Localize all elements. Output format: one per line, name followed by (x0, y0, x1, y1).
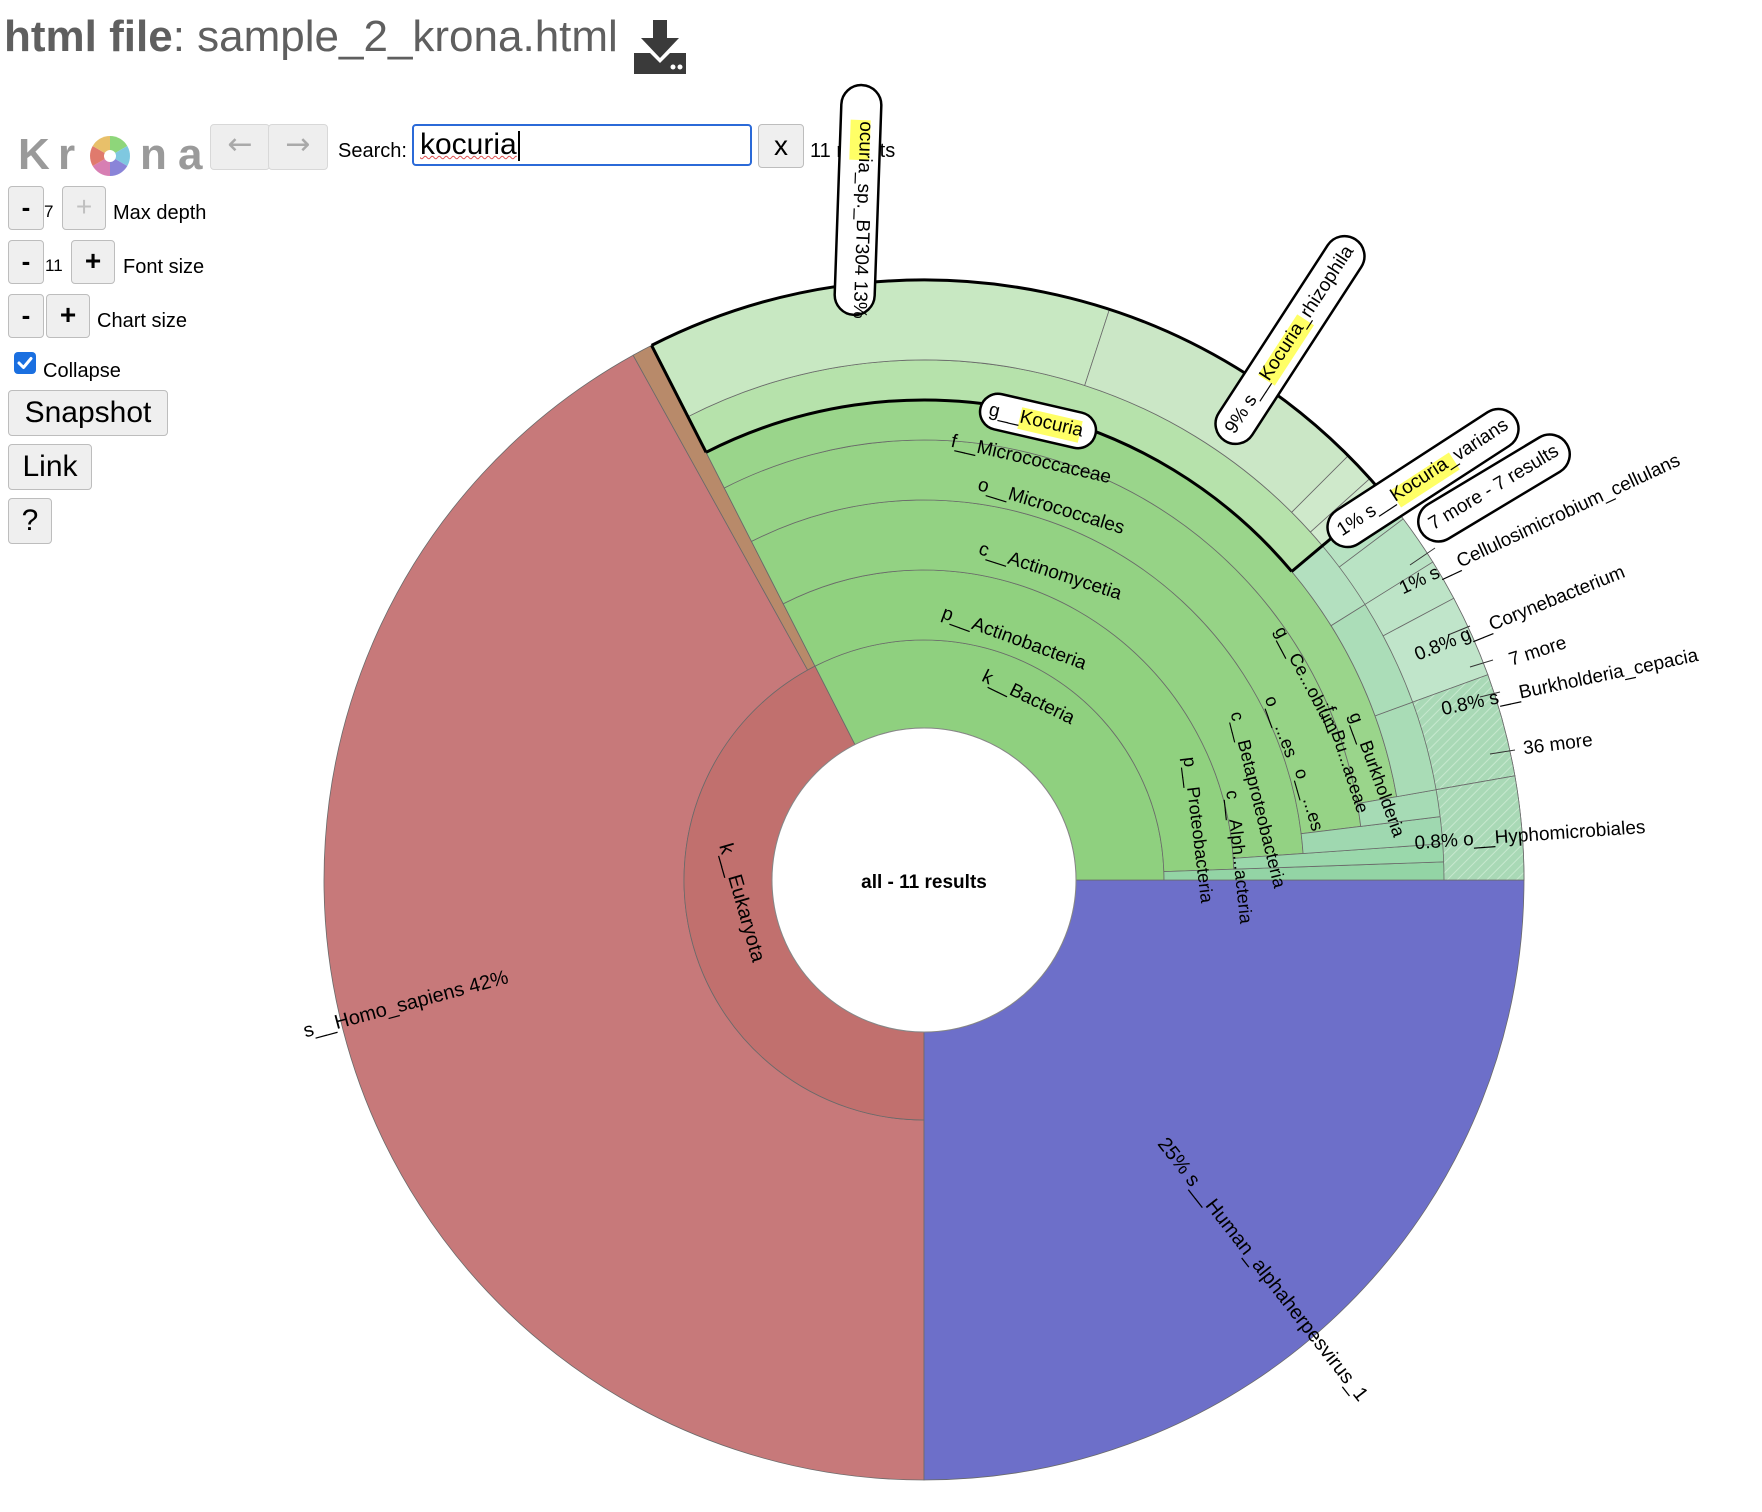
more-results-pill[interactable] (1411, 427, 1577, 549)
font-size-decrease-button[interactable]: - (8, 240, 44, 284)
back-button[interactable]: ← (210, 124, 270, 170)
kocuria-outline-outer (650, 278, 1385, 496)
segment-label: 7 more (1506, 632, 1569, 670)
search-label: Search: (338, 140, 407, 162)
leader-line (1489, 749, 1516, 755)
segment-label: 36 more (1522, 730, 1594, 759)
leader-line (1409, 547, 1436, 566)
search-highlight-box (1017, 407, 1083, 443)
leader-line (1479, 691, 1501, 698)
download-icon[interactable] (632, 20, 688, 74)
max-depth-label: Max depth (113, 202, 207, 224)
collapse-checkbox[interactable] (14, 352, 36, 374)
collapse-label: Collapse (43, 360, 121, 382)
logo-letter: K (18, 130, 50, 179)
font-size-value: 11 (45, 256, 63, 275)
leader-line (1447, 625, 1471, 636)
forward-button[interactable]: → (268, 124, 328, 170)
logo-letter: n (140, 130, 167, 179)
krona-pie-logo-icon (90, 136, 130, 176)
search-highlight-box (1258, 314, 1314, 386)
leader-line (1469, 659, 1494, 668)
logo-letter: r (58, 130, 76, 179)
clear-search-button[interactable]: x (758, 124, 804, 168)
max-depth-value: 7 (44, 202, 54, 221)
checkmark-icon (17, 357, 33, 369)
font-size-increase-button[interactable]: + (71, 240, 115, 284)
file-header-separator: : (172, 12, 185, 61)
text-caret (517, 131, 520, 162)
center-label: all - 11 results (861, 872, 987, 893)
chart-size-label: Chart size (97, 310, 188, 332)
chart-size-increase-button[interactable]: + (46, 294, 90, 338)
segment-o-hyphomicrobiales[interactable] (1435, 775, 1525, 881)
file-header: html file: sample_2_krona.html (4, 12, 618, 62)
font-size-label: Font size (123, 256, 205, 278)
search-highlight-box (849, 119, 871, 161)
max-depth-increase-button[interactable]: + (62, 186, 106, 230)
search-highlight-box (1390, 452, 1460, 508)
file-header-label: html file (4, 12, 173, 61)
logo-letter: a (178, 130, 203, 179)
kocuria-outline-left (650, 344, 708, 453)
file-name: sample_2_krona.html (197, 12, 618, 61)
link-button[interactable]: Link (8, 444, 92, 490)
help-button[interactable]: ? (8, 498, 52, 544)
chart-size-decrease-button[interactable]: - (8, 294, 44, 338)
snapshot-button[interactable]: Snapshot (8, 390, 168, 436)
center-circle[interactable] (771, 727, 1077, 1033)
search-value: kocuria (420, 128, 517, 161)
max-depth-decrease-button[interactable]: - (8, 186, 44, 230)
search-input[interactable]: kocuria (412, 124, 752, 166)
